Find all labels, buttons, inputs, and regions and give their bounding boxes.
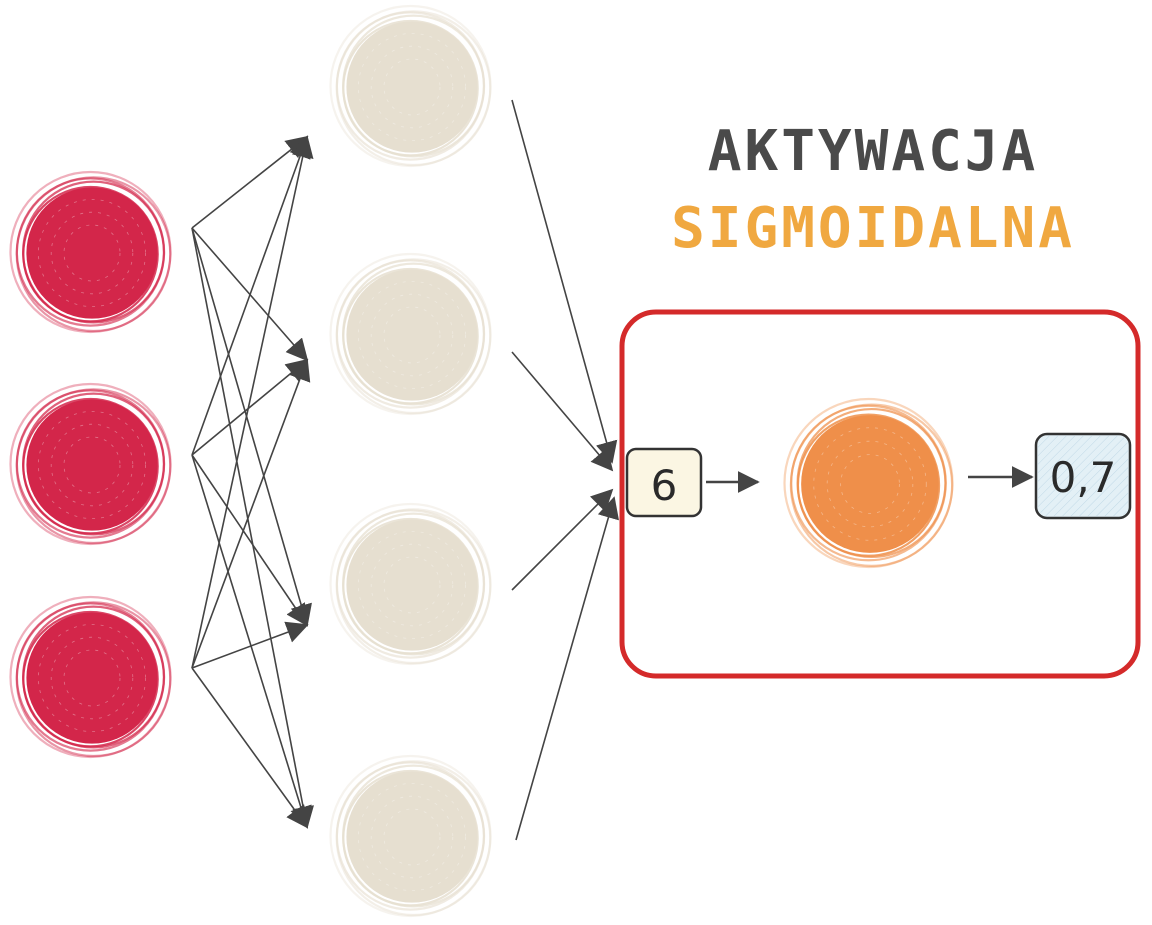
activation-output-value: 0,7: [1050, 453, 1117, 502]
arrow-hidden-2-output: [511, 351, 614, 472]
output-neuron-circle: [783, 397, 954, 569]
arrow-hidden-4-output: [515, 496, 620, 841]
input-node-3: [9, 595, 172, 759]
arrow-input-3-hidden-4: [191, 667, 309, 829]
arrow-input-2-hidden-4: [191, 454, 312, 829]
arrow-input-1-hidden-4: [191, 227, 315, 829]
input-node-2: [9, 382, 172, 546]
hidden-node-1: [329, 4, 492, 168]
hidden-node-3: [329, 502, 492, 666]
arrow-input-3-hidden-2: [191, 358, 311, 669]
title-line-1: AKTYWACJA: [708, 119, 1038, 184]
input-node-1: [9, 170, 172, 334]
output-neuron: [783, 397, 954, 569]
connection-arrows: [191, 99, 620, 841]
activation-highlight-box: [619, 309, 1141, 679]
arrow-input-3-hidden-3: [191, 621, 309, 669]
title-line-2: SIGMOIDALNA: [671, 196, 1075, 261]
arrow-input-1-hidden-3: [191, 227, 312, 627]
arrow-input-3-hidden-1: [191, 135, 314, 669]
activation-input-box: 6: [625, 447, 703, 518]
arrow-hidden-3-output: [511, 488, 614, 591]
arrow-input-2-hidden-3: [191, 454, 309, 627]
activation-output-box: 0,7: [1034, 432, 1132, 520]
activation-input-value: 6: [651, 461, 678, 510]
network-nodes: [9, 4, 492, 918]
arrow-input-2-hidden-1: [191, 135, 311, 456]
arrow-input-1-hidden-1: [191, 135, 309, 229]
arrow-input-2-hidden-2: [191, 358, 309, 456]
hidden-node-4: [329, 754, 492, 918]
arrow-hidden-1-output: [511, 99, 618, 464]
hidden-node-2: [329, 252, 492, 416]
